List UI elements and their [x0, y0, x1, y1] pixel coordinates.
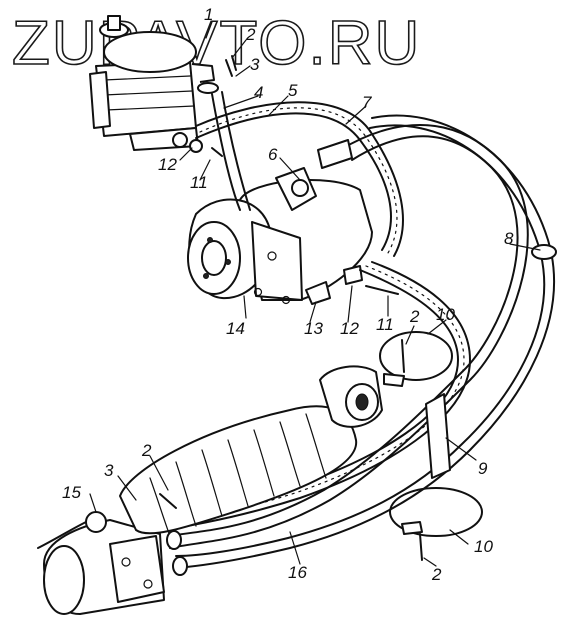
callout-2: 2 — [245, 25, 256, 44]
callout-5: 5 — [288, 81, 298, 100]
callout-10a: 10 — [436, 305, 455, 324]
watermark-text: ZUPAVTO.RU — [12, 9, 421, 74]
callout-16: 16 — [288, 563, 307, 582]
callout-3b: 3 — [104, 461, 114, 480]
hose-clamps — [379, 331, 483, 561]
callout-2b: 2 — [409, 307, 420, 326]
callout-2d: 2 — [431, 565, 442, 584]
callout-labels: 1 2 3 4 5 7 6 8 12 11 14 13 12 11 2 10 9… — [62, 5, 514, 584]
fluid-reservoir — [89, 15, 237, 157]
watermark: ZUPAVTO.RU — [11, 8, 421, 74]
callout-4: 4 — [254, 83, 263, 102]
callout-9: 9 — [478, 459, 488, 478]
callout-1: 1 — [204, 5, 213, 24]
callout-2c: 2 — [141, 441, 152, 460]
callout-13: 13 — [304, 319, 323, 338]
callout-6: 6 — [268, 145, 278, 164]
steering-pump — [187, 167, 399, 305]
callout-10b: 10 — [474, 537, 493, 556]
callout-7: 7 — [362, 93, 372, 112]
callout-8: 8 — [504, 229, 514, 248]
leader-lines — [89, 21, 541, 567]
hoses — [167, 91, 557, 569]
callout-12a: 12 — [158, 155, 177, 174]
callout-11b: 11 — [376, 315, 394, 334]
callout-12b: 12 — [340, 319, 359, 338]
callout-3: 3 — [250, 55, 260, 74]
callout-14: 14 — [226, 319, 245, 338]
callout-11a: 11 — [190, 173, 208, 192]
power-cylinder — [37, 365, 383, 615]
callout-15: 15 — [62, 483, 81, 502]
